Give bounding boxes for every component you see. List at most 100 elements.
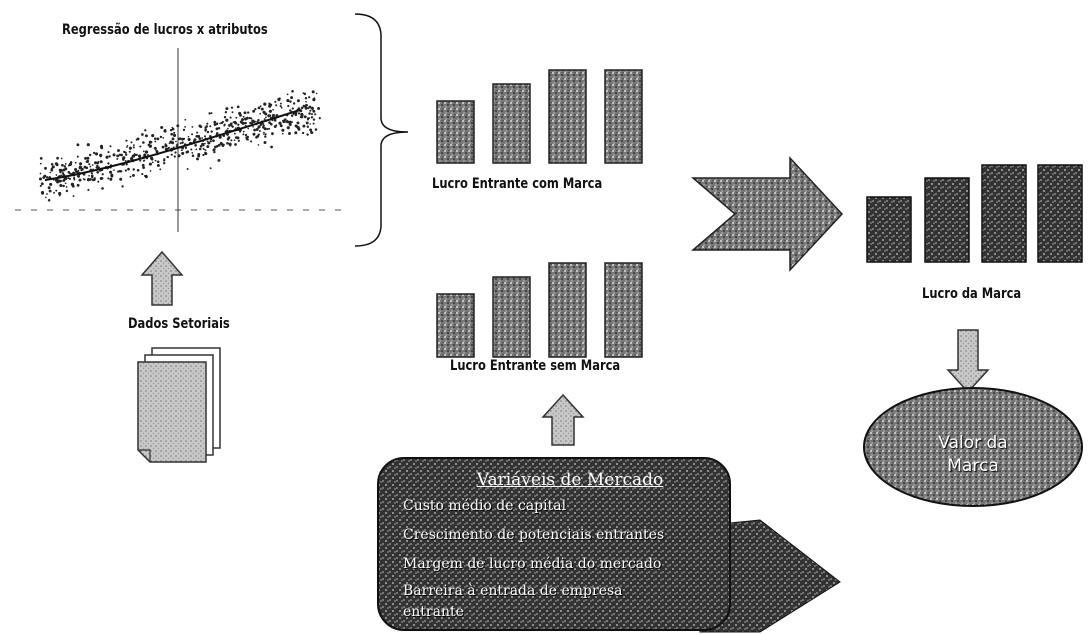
scatter-point <box>150 157 154 161</box>
scatter-point <box>213 120 217 124</box>
scatter-point <box>230 139 233 142</box>
scatter-point <box>87 177 90 181</box>
scatter-point <box>312 109 316 113</box>
scatter-point <box>191 133 194 136</box>
scatter-point <box>263 118 266 121</box>
scatter-point <box>64 167 68 171</box>
scatter-point <box>124 159 127 162</box>
scatter-point <box>54 179 58 182</box>
scatter-point <box>141 173 144 176</box>
scatter-point <box>50 167 53 170</box>
scatter-point <box>206 122 209 125</box>
scatter-point <box>164 144 168 148</box>
scatter-point <box>286 93 289 96</box>
scatter-point <box>138 155 141 158</box>
valor-da-marca-line1: Valor da <box>938 433 1008 453</box>
scatter-point <box>227 127 229 130</box>
scatter-point <box>198 124 202 128</box>
scatter-point <box>271 132 274 135</box>
scatter-point <box>65 186 68 188</box>
scatter-point <box>181 141 184 144</box>
scatter-point <box>312 122 315 125</box>
scatter-point <box>242 115 245 118</box>
scatter-point <box>229 122 233 126</box>
scatter-point <box>225 118 229 122</box>
scatter-point <box>174 151 177 154</box>
scatter-point <box>191 126 194 128</box>
scatter-point <box>148 140 152 144</box>
scatter-point <box>51 165 55 169</box>
scatter-point <box>225 107 229 111</box>
scatter-point <box>46 193 48 195</box>
market-variable-item: entrante <box>403 604 464 620</box>
scatter-point <box>213 123 217 126</box>
scatter-point <box>64 163 67 165</box>
scatter-point <box>60 174 63 177</box>
scatter-point <box>300 112 304 117</box>
scatter-point <box>245 138 248 141</box>
scatter-point <box>120 153 123 157</box>
scatter-point <box>226 142 229 145</box>
valor-da-marca-line2: Marca <box>947 456 999 476</box>
scatter-point <box>169 129 173 132</box>
scatter-point <box>55 189 58 192</box>
scatter-point <box>97 160 100 163</box>
market-variables-box <box>377 457 841 633</box>
scatter-point <box>250 122 252 124</box>
scatter-point <box>197 134 201 138</box>
scatter-point <box>74 161 77 164</box>
scatter-point <box>56 156 59 160</box>
scatter-point <box>99 153 103 157</box>
scatter-point <box>148 162 152 166</box>
scatter-point <box>272 108 274 111</box>
scatter-point <box>309 128 313 132</box>
scatter-point <box>163 159 166 162</box>
scatter-point <box>141 133 144 136</box>
scatter-point <box>116 154 120 158</box>
scatter-point <box>180 149 183 152</box>
scatter-point <box>156 137 160 141</box>
scatter-point <box>117 149 120 152</box>
bar <box>924 177 970 263</box>
scatter-point <box>76 155 79 158</box>
scatter-point <box>309 109 312 112</box>
scatter-point <box>289 109 292 112</box>
scatter-point <box>196 131 199 134</box>
scatter-point <box>48 189 52 193</box>
scatter-point <box>209 140 212 143</box>
scatter-point <box>206 130 210 134</box>
scatter-point <box>205 125 208 128</box>
scatter-point <box>226 137 230 141</box>
scatter-point <box>259 105 262 108</box>
bars-sem-marca <box>436 262 643 358</box>
scatter-point <box>133 144 135 146</box>
scatter-point <box>272 114 275 118</box>
scatter-point <box>76 183 80 187</box>
scatter-point <box>262 123 265 125</box>
scatter-point <box>109 170 113 174</box>
scatter-point <box>260 107 264 111</box>
label-lucro-da-marca: Lucro da Marca <box>922 286 1022 302</box>
scatter-point <box>233 139 236 142</box>
scatter-point <box>39 157 43 160</box>
bars-lucro-marca <box>866 164 1083 263</box>
scatter-point <box>184 126 186 128</box>
market-variable-item: Custo médio de capital <box>403 498 567 514</box>
label-dados-setoriais: Dados Setoriais <box>128 316 230 332</box>
scatter-point <box>273 118 277 122</box>
scatter-point <box>132 173 135 177</box>
scatter-point <box>263 141 267 144</box>
scatter-point <box>142 150 145 153</box>
scatter-point <box>247 127 250 130</box>
scatter-point <box>237 123 240 126</box>
scatter-point <box>125 139 128 142</box>
scatter-point <box>209 125 212 128</box>
scatter-point <box>99 160 103 164</box>
scatter-point <box>235 116 238 119</box>
scatter-point <box>172 133 177 137</box>
scatter-point <box>100 146 104 150</box>
scatter-point <box>269 122 273 126</box>
scatter-point <box>219 122 221 125</box>
scatter-point <box>246 138 249 141</box>
